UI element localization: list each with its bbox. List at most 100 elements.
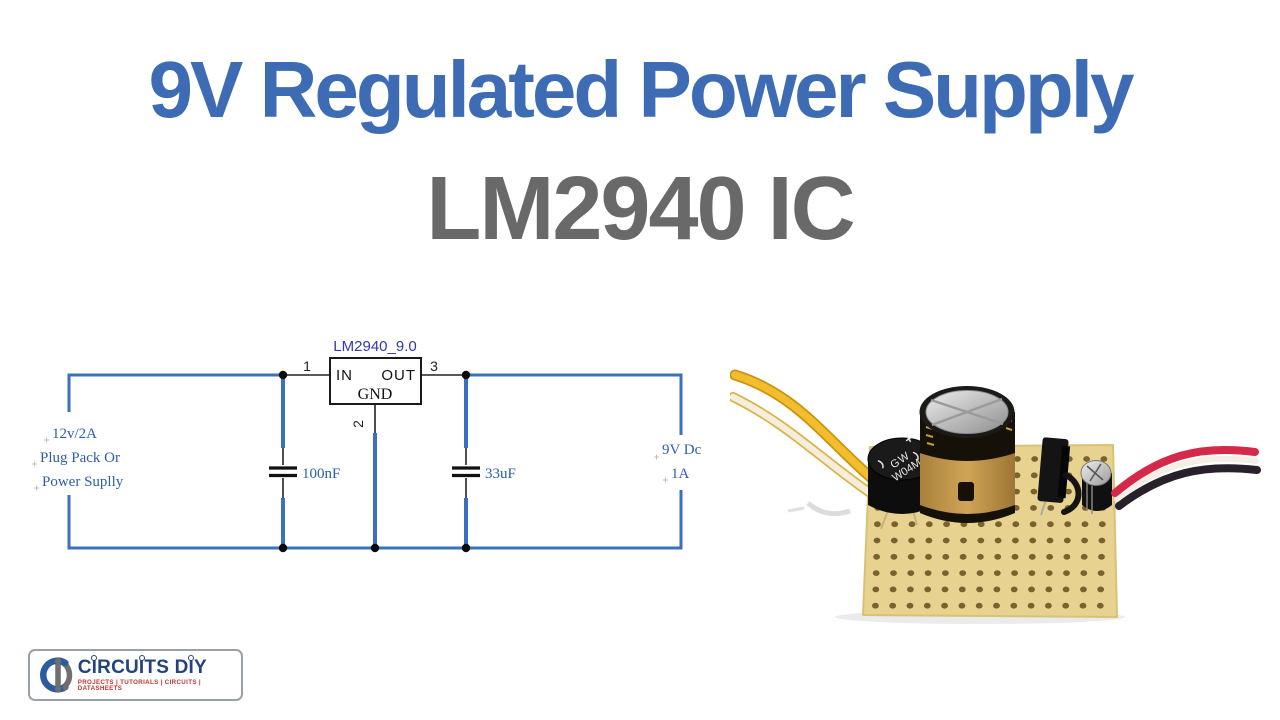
perfboard-hole <box>976 586 983 593</box>
perfboard-hole <box>960 537 967 544</box>
input-label-line1: 12v/2A <box>52 426 97 442</box>
ic-out-label: OUT <box>381 367 416 384</box>
logo-monogram <box>40 657 73 693</box>
perfboard-hole <box>977 553 984 560</box>
cap1-value: 100nF <box>302 466 340 482</box>
regulator-lead <box>1040 501 1047 516</box>
perfboard-hole <box>1011 570 1018 576</box>
perfboard-hole <box>925 553 932 560</box>
perfboard-hole <box>906 602 914 609</box>
perfboard-hole <box>890 553 898 560</box>
circuit-schematic: LM2940_9.0 1 3 2 IN OUT GND 100nF 33uF 1… <box>32 338 702 553</box>
output-label-line1: 9V Dc <box>662 442 702 458</box>
white-wire <box>730 393 880 501</box>
perfboard-hole <box>1065 488 1072 495</box>
capacitor-symbols <box>269 466 480 478</box>
perfboard-hole <box>924 586 932 593</box>
perfboard-hole <box>1062 586 1070 593</box>
large-cap-label-symbol <box>958 482 974 501</box>
logo-wordmark: CIRCUITS DIY <box>77 656 207 678</box>
perfboard-hole <box>1045 602 1052 609</box>
perfboard-hole <box>959 570 967 576</box>
perfboard-hole <box>1047 505 1055 511</box>
perfboard-hole <box>1030 505 1037 511</box>
perfboard-hole <box>1062 602 1070 609</box>
perfboard-hole <box>1100 456 1108 462</box>
perfboard-hole <box>943 521 950 528</box>
perfboard-hole <box>907 570 915 576</box>
perfboard-hole <box>1029 537 1037 544</box>
perfboard-hole <box>1011 553 1019 560</box>
white-output-wire <box>1114 455 1259 502</box>
perfboard-hole <box>1027 602 1035 609</box>
junction-dot <box>461 370 471 380</box>
monogram-node <box>54 657 62 665</box>
yellow-wire <box>731 371 886 491</box>
perfboard-hole <box>1012 521 1020 528</box>
perfboard-hole <box>1031 456 1039 462</box>
perfboard-hole <box>1064 521 1072 528</box>
perfboard-hole <box>958 602 966 609</box>
perfboard-hole <box>1028 586 1035 593</box>
perfboard-hole <box>1098 553 1105 560</box>
perfboard-hole <box>925 521 933 528</box>
perfboard-hole <box>993 570 1001 576</box>
perfboard-hole <box>872 570 880 576</box>
perfboard-hole <box>1046 537 1054 544</box>
perfboard-hole <box>873 537 881 544</box>
perfboard-hole <box>1028 570 1036 576</box>
perfboard-hole <box>993 586 1001 593</box>
perfboard-hole <box>1010 602 1018 609</box>
logo-tagline: PROJECTS | TUTORIALS | CIRCUITS | DATASH… <box>77 678 201 692</box>
perfboard-hole <box>1081 537 1088 544</box>
junction-dots <box>278 370 471 553</box>
component-leads <box>282 374 467 498</box>
voltage-regulator <box>1037 437 1071 516</box>
large-capacitor <box>919 386 1015 523</box>
small-cap-stripe <box>1086 483 1093 514</box>
perfboard-hole <box>890 570 897 576</box>
perfboard-hole <box>872 586 880 593</box>
ic-reference-label: LM2940_9.0 <box>333 338 416 355</box>
perfboard-hole <box>1063 570 1070 576</box>
perfboard-hole <box>976 570 984 576</box>
perfboard-hole <box>891 521 899 528</box>
perfboard-hole <box>1080 553 1088 560</box>
ic-gnd-label: GND <box>358 386 393 403</box>
large-cap-vent-score <box>930 397 1004 427</box>
circuit-photo: + GW W04M <box>730 369 1261 624</box>
junction-dot <box>370 543 380 553</box>
input-label-line2: Plug Pack Or <box>40 450 120 466</box>
perfboard-hole <box>1030 488 1038 495</box>
small-capacitor <box>1080 460 1112 514</box>
perfboard-hole <box>995 521 1002 528</box>
perfboard-hole <box>874 521 881 528</box>
wire-shadow <box>787 506 805 513</box>
perfboard-hole <box>994 553 1002 560</box>
perfboard-hole <box>942 570 949 576</box>
logo-text-column: CIRCUITS DIY PROJECTS | TUTORIALS | CIRC… <box>78 658 235 692</box>
perfboard-hole <box>1029 521 1037 528</box>
perfboard-hole <box>1047 521 1054 528</box>
perfboard-hole <box>1097 586 1105 593</box>
perfboard-hole <box>889 602 897 609</box>
perfboard-hole <box>924 570 932 576</box>
junction-dot <box>461 543 471 553</box>
perfboard-hole <box>1063 553 1071 560</box>
cap2-value: 33uF <box>485 466 516 482</box>
pin2-number: 2 <box>350 420 366 428</box>
monogram-node <box>62 684 69 691</box>
perfboard-hole <box>890 537 898 544</box>
output-label-line2: 1A <box>671 466 690 482</box>
perfboard-hole <box>1083 456 1090 462</box>
perfboard-hole <box>977 521 985 528</box>
perfboard-hole <box>925 537 933 544</box>
perfboard-hole <box>1080 586 1087 593</box>
black-output-wire <box>1115 464 1261 510</box>
perfboard-hole <box>959 553 967 560</box>
perfboard-hole <box>1046 553 1053 560</box>
perfboard-hole <box>1028 553 1036 560</box>
perfboard-hole <box>1080 570 1088 576</box>
perfboard-hole <box>942 537 950 544</box>
